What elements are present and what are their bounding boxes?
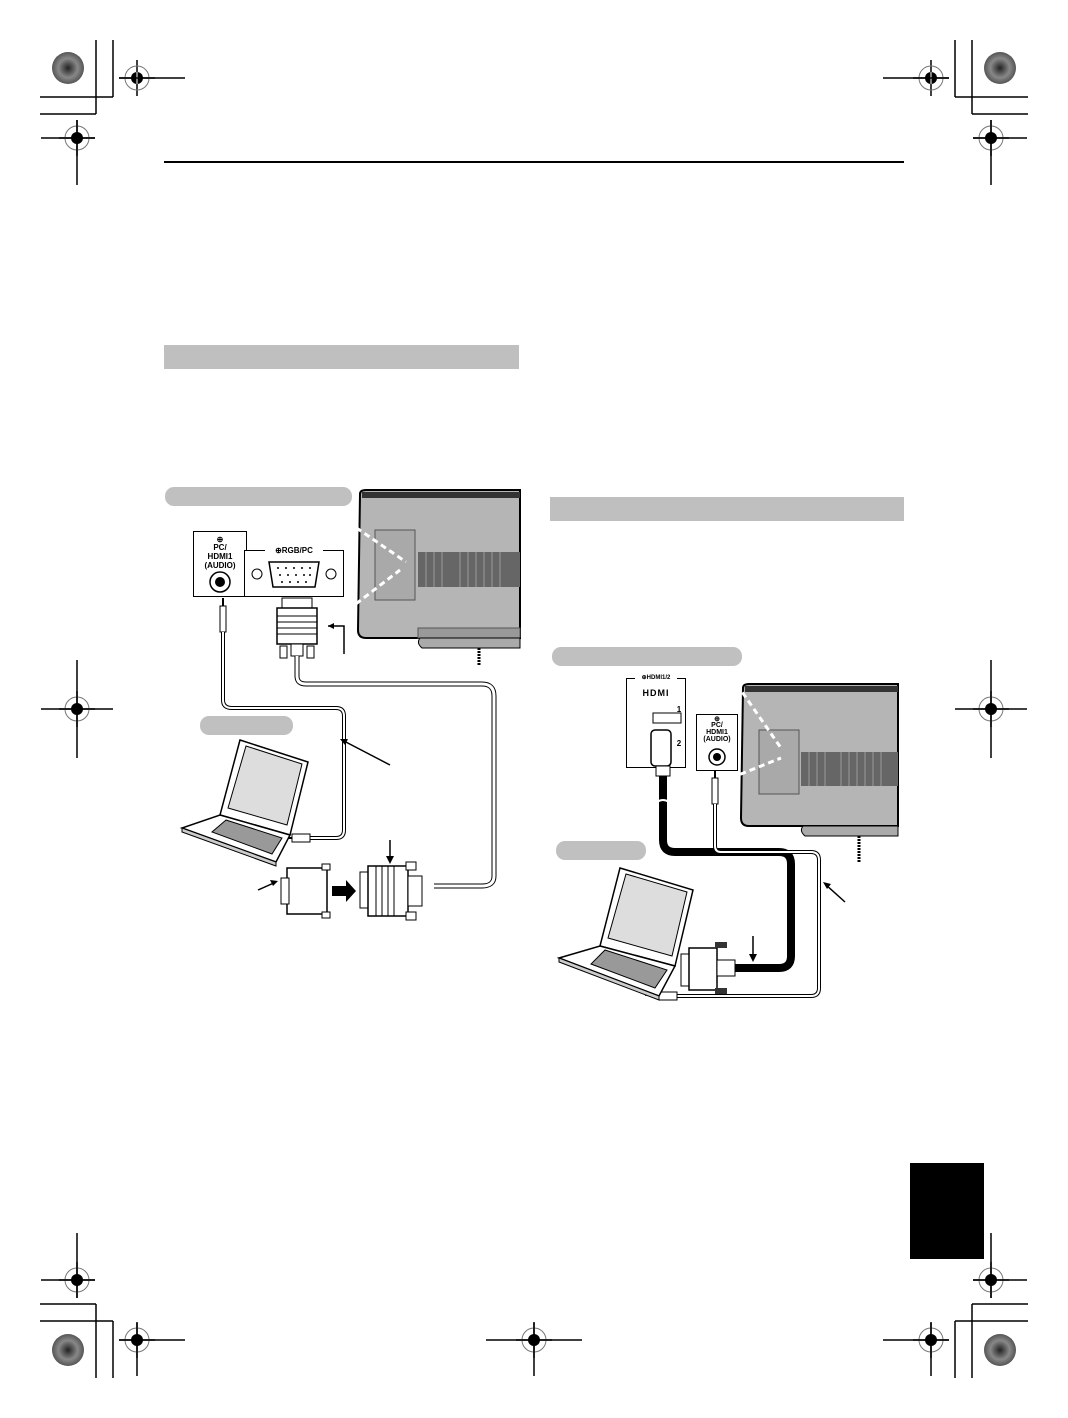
tv-back-right [729, 675, 899, 862]
audio-jack-icon-right [708, 748, 726, 766]
label-pill-tv-back-left [165, 487, 352, 506]
laptop-icon-right [556, 867, 694, 1001]
hdmi-logo: HDMI [642, 688, 670, 698]
audio-input-panel-right: ⊕ PC/ HDMI1 (AUDIO) [696, 714, 738, 771]
thumb-index-tab [910, 1163, 984, 1259]
label-pill-computer-left [200, 716, 293, 735]
input-arrow-icon: ⊕ [275, 546, 282, 555]
rgb-pc-label-text: RGB/PC [281, 546, 313, 555]
input-arrow-icon: ⊕ [641, 675, 647, 681]
vga-port-icon [251, 561, 337, 588]
section-heading-bar-right [550, 497, 904, 521]
hdmi-port-2-label: 2 [676, 739, 682, 748]
label-pill-computer-right [556, 841, 646, 860]
rgb-pc-label: ⊕RGB/PC [265, 546, 323, 555]
audio-label-line1-right: PC/ [711, 722, 723, 729]
connect-arrow-icon [332, 880, 356, 902]
audio-plug-tv-end [219, 598, 227, 633]
audio-input-panel: ⊕ PC/ HDMI1 (AUDIO) [193, 531, 247, 597]
right-diagram-artwork [556, 675, 899, 1001]
audio-label-line2-right: HDMI1 [706, 729, 728, 736]
tv-back-left [347, 489, 521, 665]
audio-label-line2: HDMI1 [207, 552, 233, 561]
dvi-connector-icon [680, 942, 736, 994]
header-rule [164, 161, 904, 163]
hdmi-input-label: ⊕HDMI1/2 [635, 674, 677, 683]
hdmi-port-1-label: 1 [676, 705, 682, 714]
vga-plug-tv-end [276, 597, 318, 659]
left-diagram-artwork [179, 489, 521, 921]
hdmi-input-label-text: HDMI1/2 [646, 675, 671, 681]
label-pill-tv-back-right [552, 647, 742, 666]
arrow-to-vga [328, 625, 345, 654]
audio-jack-icon [209, 571, 231, 593]
input-arrow-icon: ⊕ [714, 716, 720, 723]
audio-label-line3-right: (AUDIO) [703, 736, 731, 743]
audio-label-line3: (AUDIO) [204, 561, 236, 570]
hdmi-plug-icon [650, 712, 682, 777]
adapter-connector-left [280, 863, 331, 919]
color-wheel-icon [52, 52, 84, 84]
laptop-icon-left [179, 739, 309, 867]
vga-plug-pc-end [359, 861, 423, 921]
rgb-pc-input-panel: ⊕RGB/PC [244, 546, 344, 597]
audio-label-line1: PC/ [213, 543, 227, 552]
input-arrow-icon: ⊕ [216, 535, 224, 544]
section-heading-bar-left [164, 345, 519, 369]
